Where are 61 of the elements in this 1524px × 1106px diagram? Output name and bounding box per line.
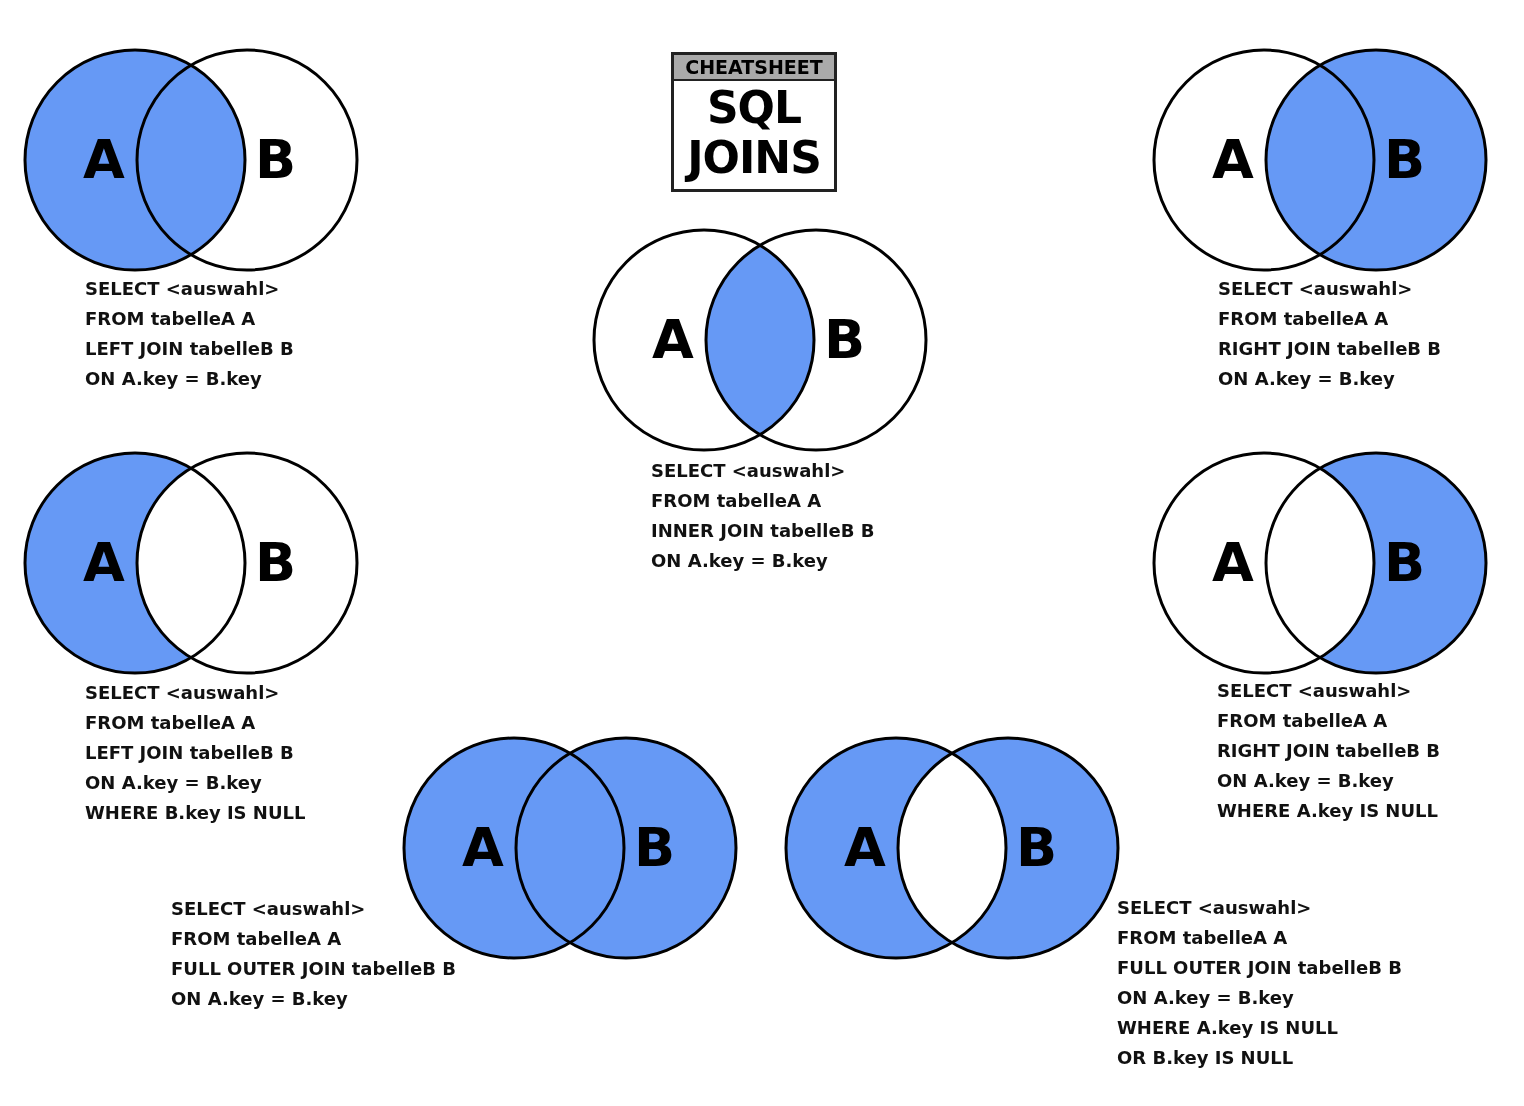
code-line: ON A.key = B.key [85,367,262,391]
code-line: FROM tabelleA A [651,489,822,513]
set-letter: B [1384,133,1426,187]
code-line: FROM tabelleA A [1117,926,1288,950]
venn-circle [135,48,359,272]
set-letter: B [255,133,297,187]
venn-circle [592,228,816,452]
venn-circle [1152,48,1376,272]
code-line: SELECT <auswahl> [85,681,280,705]
code-line: FROM tabelleA A [85,307,256,331]
set-letter: B [634,821,676,875]
code-line: ON A.key = B.key [85,771,262,795]
code-line: FROM tabelleA A [171,927,342,951]
code-line: WHERE A.key IS NULL [1117,1016,1338,1040]
code-line: SELECT <auswahl> [1218,277,1413,301]
venn-circle [23,451,247,675]
venn-circle [1152,451,1376,675]
code-line: ON A.key = B.key [171,987,348,1011]
set-letter: A [1212,133,1254,187]
code-line: FROM tabelleA A [1217,709,1388,733]
code-line: ON A.key = B.key [651,549,828,573]
code-line: FROM tabelleA A [85,711,256,735]
code-line: SELECT <auswahl> [171,897,366,921]
code-line: RIGHT JOIN tabelleB B [1218,337,1442,361]
code-line: FULL OUTER JOIN tabelleB B [1117,956,1402,980]
code-line: WHERE B.key IS NULL [85,801,306,825]
venn-circle [784,736,1008,960]
code-line: SELECT <auswahl> [1217,679,1412,703]
code-line: SELECT <auswahl> [85,277,280,301]
code-line: ON A.key = B.key [1218,367,1395,391]
venn-circle [514,736,738,960]
venn-circle [896,736,1120,960]
set-letter: A [462,821,504,875]
set-letter: A [1212,536,1254,590]
venn-circle [704,228,928,452]
title-text: SQL JOINS [680,81,828,189]
set-letter: A [844,821,886,875]
set-letter: B [255,536,297,590]
set-letter: B [824,313,866,367]
code-line: OR B.key IS NULL [1117,1046,1294,1070]
code-line: RIGHT JOIN tabelleB B [1217,739,1441,763]
code-line: LEFT JOIN tabelleB B [85,337,294,361]
code-line: FROM tabelleA A [1218,307,1389,331]
code-line: LEFT JOIN tabelleB B [85,741,294,765]
venn-circle [135,451,359,675]
set-letter: A [83,536,125,590]
code-line: INNER JOIN tabelleB B [651,519,875,543]
venn-circle [402,736,626,960]
code-line: WHERE A.key IS NULL [1217,799,1438,823]
code-line: FULL OUTER JOIN tabelleB B [171,957,456,981]
heading-bar: CHEATSHEET [674,55,834,81]
code-line: ON A.key = B.key [1117,986,1294,1010]
set-letter: B [1016,821,1058,875]
set-letter: A [83,133,125,187]
set-letter: B [1384,536,1426,590]
code-line: ON A.key = B.key [1217,769,1394,793]
set-letter: A [652,313,694,367]
title-box [671,52,837,192]
code-line: SELECT <auswahl> [651,459,846,483]
code-line: SELECT <auswahl> [1117,896,1312,920]
venn-circle [1264,451,1488,675]
